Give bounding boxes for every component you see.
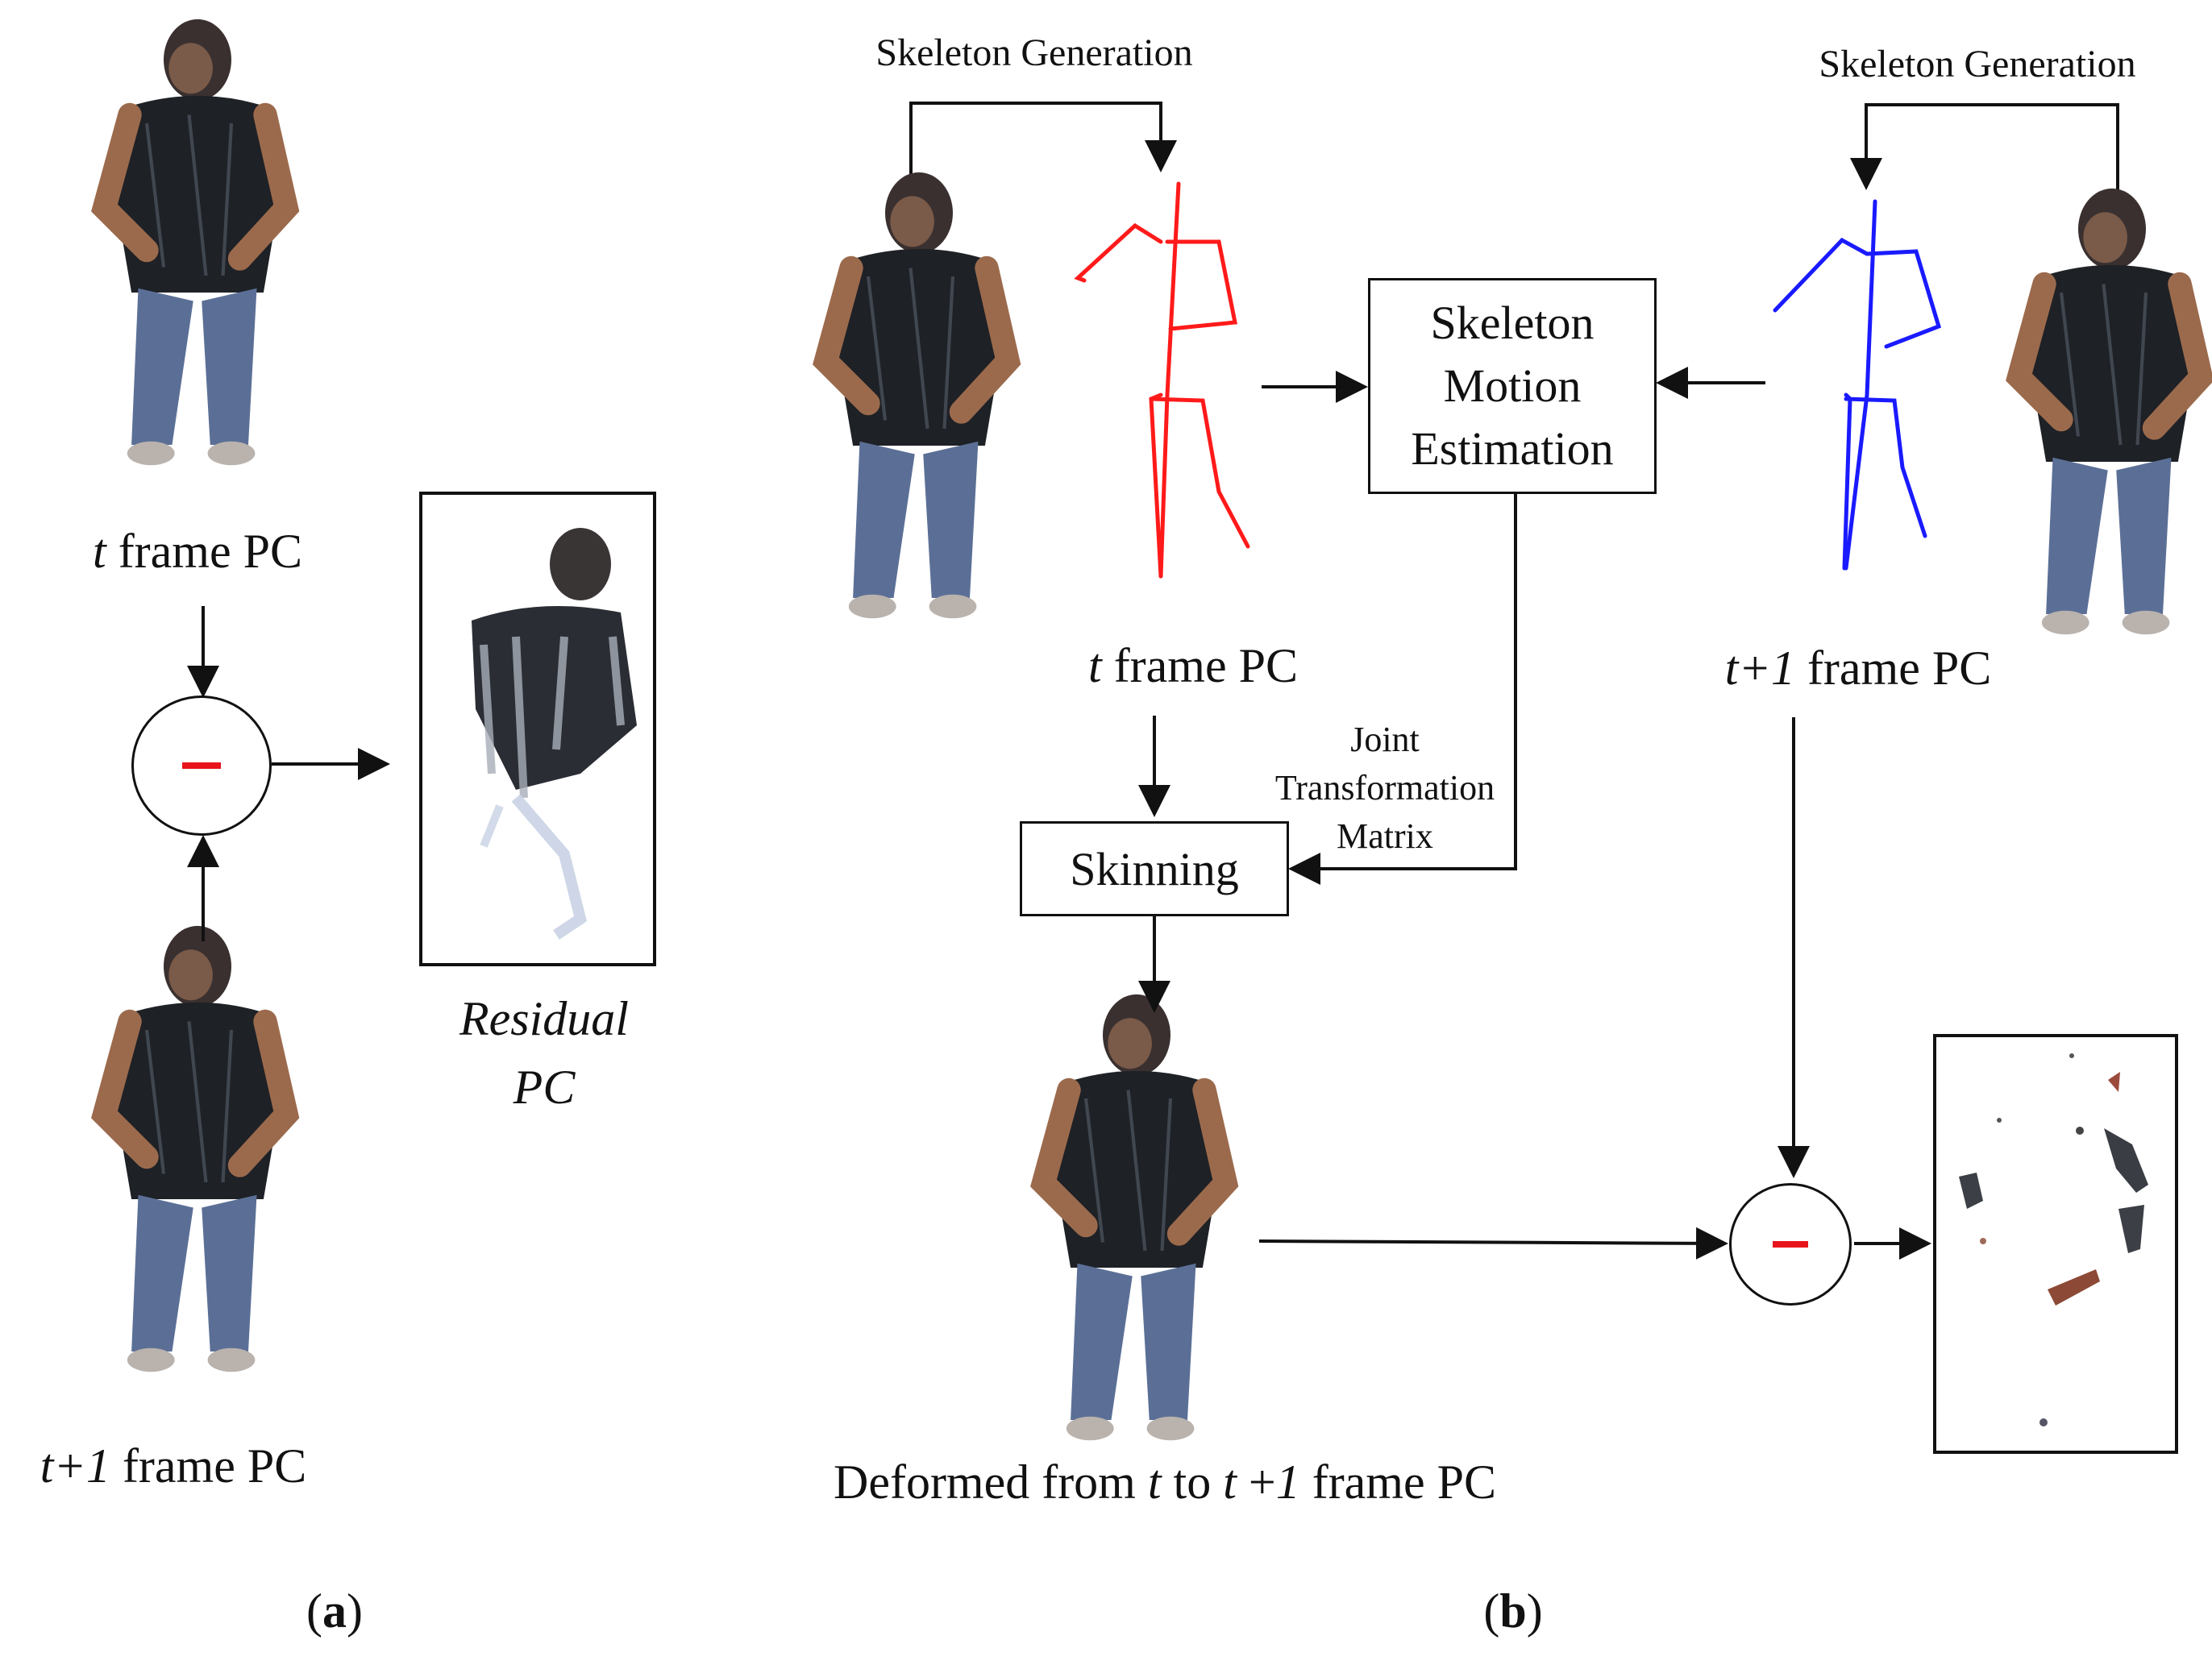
motion-box-line1: Skeleton [1430, 297, 1595, 349]
t1-frame-label-b: t+1 frame PC [1725, 641, 1991, 696]
caption-b: (b) [1483, 1584, 1543, 1638]
t1-frame-text-a: frame PC [110, 1439, 307, 1493]
deformed-label: Deformed from t to t +1 frame PC [834, 1455, 1496, 1510]
caption-a-letter: a [322, 1584, 347, 1638]
minus-icon [182, 762, 221, 769]
t-frame-text-a: frame PC [106, 525, 302, 578]
person-deformed-b [1044, 994, 1226, 1440]
t1-frame-label-a: t+1 frame PC [40, 1439, 306, 1494]
t-frame-label-b: t frame PC [1088, 638, 1298, 694]
skeleton-gen-label-right: Skeleton Generation [1819, 43, 2136, 85]
t1-frame-text-b: frame PC [1794, 642, 1992, 695]
residual-pc-image [472, 528, 637, 940]
t-frame-var-b: t [1088, 639, 1102, 692]
deformed-one: 1 [1275, 1455, 1300, 1509]
person-t1-b [2019, 189, 2202, 634]
subtract-node-b [1729, 1183, 1852, 1306]
deformed-t: t [1147, 1455, 1162, 1509]
skeleton-gen-label-left: Skeleton Generation [875, 31, 1193, 74]
skinning-box: Skinning [1020, 821, 1289, 916]
t-frame-label-a: t frame PC [93, 524, 302, 579]
deformed-to: to [1161, 1455, 1224, 1509]
deformed-prefix: Deformed from [834, 1455, 1148, 1509]
joint-label-line3: Matrix [1337, 816, 1433, 856]
arrow-motion-to-skinning [1288, 493, 1517, 885]
person-t1-a [105, 926, 287, 1372]
t1-frame-var-b: t+1 [1724, 642, 1795, 695]
deformed-t2: t [1223, 1455, 1237, 1509]
joint-label-line2: Transformation [1274, 768, 1495, 808]
deformed-plus: + [1236, 1455, 1276, 1509]
joint-transformation-label: Joint Transformation Matrix [1275, 716, 1495, 861]
motion-estimation-box: Skeleton Motion Estimation [1368, 278, 1657, 494]
caption-a: (a) [306, 1584, 363, 1638]
arrow-deformed-to-minus [1258, 1227, 1728, 1260]
minus-icon-b [1773, 1241, 1808, 1248]
caption-b-letter: b [1499, 1584, 1527, 1638]
residual-pc-b-image [1959, 1053, 2148, 1426]
motion-box-line2: Motion [1443, 359, 1582, 412]
arrow-skeleton-gen-right [1850, 103, 2119, 197]
person-t-a [105, 19, 287, 465]
subtract-node-a [131, 695, 272, 836]
t1-frame-var-a: t+1 [40, 1439, 110, 1493]
person-t-b [826, 172, 1008, 618]
skinning-label: Skinning [1070, 842, 1239, 895]
residual-label-line2: PC [513, 1061, 576, 1114]
motion-box-line3: Estimation [1411, 422, 1614, 475]
joint-label-line1: Joint [1350, 720, 1420, 759]
skeleton-t [1074, 181, 1250, 579]
skeleton-t1 [1773, 199, 1942, 571]
arrow-skeleton-gen-left [909, 102, 1177, 187]
t-frame-var-a: t [93, 525, 106, 578]
deformed-suffix: frame PC [1299, 1455, 1496, 1509]
residual-label-line1: Residual [459, 992, 629, 1045]
t-frame-text-b: frame PC [1101, 639, 1298, 692]
